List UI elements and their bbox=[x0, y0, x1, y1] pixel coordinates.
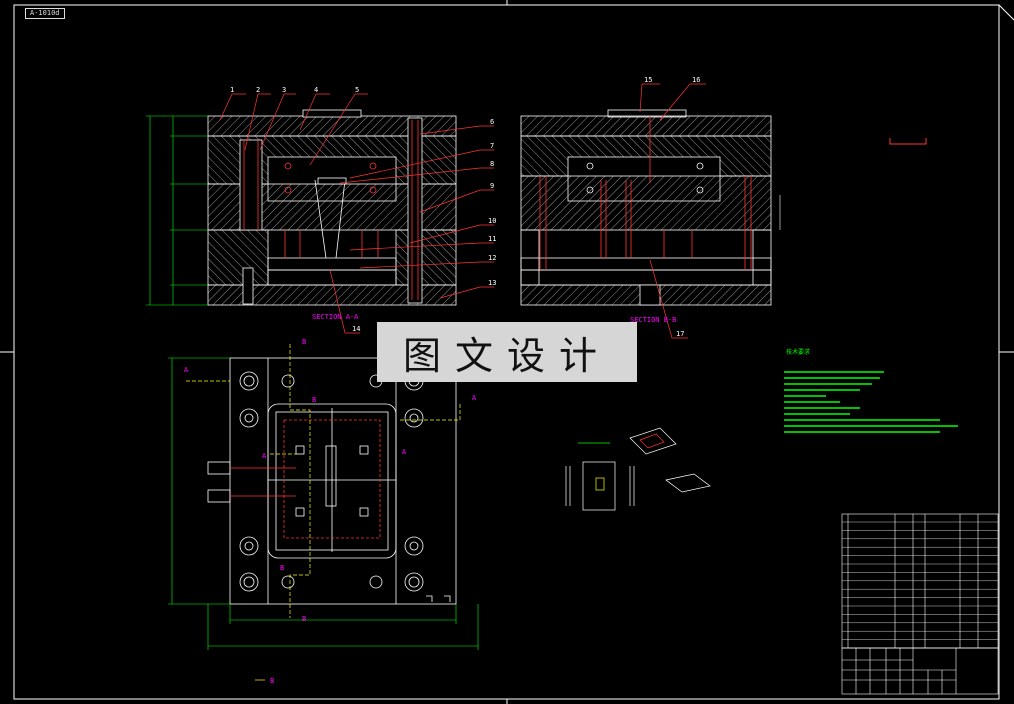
part-numbers-a-a: 1 2 3 4 5 6 7 8 9 10 11 12 13 14 bbox=[230, 86, 496, 333]
part-13-label: 13 bbox=[488, 279, 496, 287]
plan-dimensions bbox=[168, 357, 479, 650]
plan-parting-lines bbox=[283, 419, 381, 539]
part-14-label: 14 bbox=[352, 325, 360, 333]
plan-markers: B A A B A A B B B bbox=[184, 338, 477, 685]
plan-view bbox=[207, 357, 457, 605]
title-block bbox=[841, 647, 999, 695]
notes-lines bbox=[784, 371, 958, 433]
parts-list-rows bbox=[842, 521, 998, 649]
marker-b-top: B bbox=[302, 338, 306, 346]
marker-b-low: B bbox=[280, 564, 284, 572]
marker-b-bottom: B bbox=[302, 615, 306, 623]
marker-a-left: A bbox=[184, 366, 189, 374]
part-9-label: 9 bbox=[490, 182, 494, 190]
section-b-b-label: SECTION B-B bbox=[630, 316, 676, 324]
dimensions-a-a bbox=[146, 115, 208, 306]
part-views bbox=[565, 427, 711, 511]
notes-heading: 技术要求 bbox=[786, 348, 810, 356]
marker-a-right: A bbox=[472, 394, 477, 402]
drawing-number-tag: A-1010d bbox=[25, 8, 65, 19]
part-10-label: 10 bbox=[488, 217, 496, 225]
marker-b-legend: B bbox=[270, 677, 274, 685]
part-3-label: 3 bbox=[282, 86, 286, 94]
marker-b-mid: B bbox=[312, 396, 316, 404]
leaders-b-b bbox=[639, 83, 706, 339]
part-7-label: 7 bbox=[490, 142, 494, 150]
marker-a-mid: A bbox=[262, 452, 267, 460]
part-6-label: 6 bbox=[490, 118, 494, 126]
marker-a-mid-right: A bbox=[402, 448, 407, 456]
part-1-label: 1 bbox=[230, 86, 234, 94]
part-2-label: 2 bbox=[256, 86, 260, 94]
part-16-label: 16 bbox=[692, 76, 700, 84]
part-5-label: 5 bbox=[355, 86, 359, 94]
part-4-label: 4 bbox=[314, 86, 318, 94]
section-b-b-view bbox=[520, 109, 772, 306]
part-15-label: 15 bbox=[644, 76, 652, 84]
leaders-a-a bbox=[219, 93, 494, 334]
watermark-banner: 图文设计 bbox=[377, 322, 637, 382]
part-17-label: 17 bbox=[676, 330, 684, 338]
section-a-a-view bbox=[207, 109, 457, 306]
part-12-label: 12 bbox=[488, 254, 496, 262]
part-11-label: 11 bbox=[488, 235, 496, 243]
part-8-label: 8 bbox=[490, 160, 494, 168]
plan-section-lines bbox=[186, 344, 461, 618]
section-a-a-label: SECTION A-A bbox=[312, 313, 359, 321]
small-detail bbox=[889, 138, 927, 145]
part-numbers-b-b: 15 16 17 bbox=[644, 76, 700, 338]
